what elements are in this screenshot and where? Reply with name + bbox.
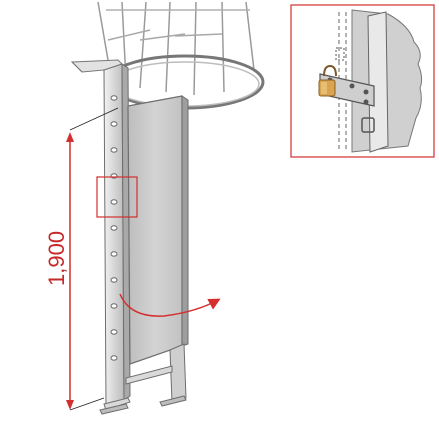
- detail-inset: [290, 4, 435, 158]
- ladder-rail-right: [169, 343, 187, 403]
- curved-arrow-right-icon: [119, 293, 221, 317]
- ladder-rail-left: [103, 63, 131, 407]
- dimension-label: 1,900: [44, 231, 69, 286]
- dimension-arrow-top-icon: [66, 132, 74, 142]
- detail-callout-box: [96, 176, 138, 218]
- padlock-icon: [318, 64, 337, 97]
- base-frame: [99, 365, 187, 415]
- dimension-arrow-bottom-icon: [66, 400, 74, 410]
- height-dimension: 1,900: [44, 107, 119, 411]
- anti-climb-door-panel: [127, 95, 189, 365]
